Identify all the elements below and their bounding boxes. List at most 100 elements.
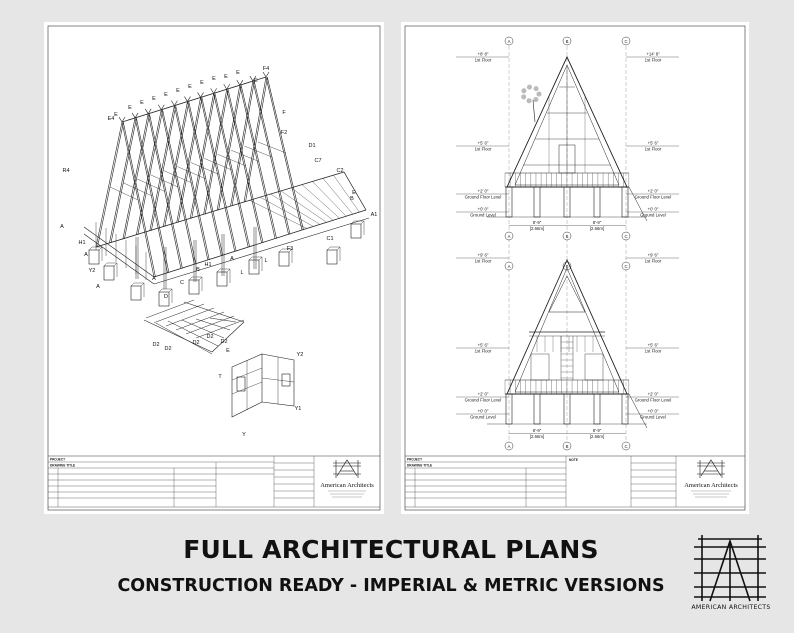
framing-label: Y2 — [89, 268, 96, 274]
level-marker: +0' 0"Ground Level — [626, 409, 679, 420]
framing-label: F3 — [287, 246, 293, 252]
left-sheet-logo — [333, 459, 361, 478]
level-name: Ground Floor Level — [465, 195, 502, 200]
level-name: 1st Floor — [475, 259, 492, 264]
level-value: +2' 0" — [648, 189, 659, 194]
level-marker: +5' 6"1st Floor — [456, 343, 509, 354]
grid-bubble-label: A — [508, 444, 511, 449]
framing-label: A — [60, 224, 64, 230]
framing-label: D1 — [308, 143, 315, 149]
floor-label: D2 — [220, 339, 227, 345]
framing-label: E — [352, 190, 356, 196]
level-value: +2' 0" — [648, 392, 659, 397]
level-marker: +9' 6"1st Floor — [456, 253, 509, 264]
level-marker: +14' 8"1st Floor — [626, 52, 679, 63]
framing-label: C2 — [336, 168, 343, 174]
level-name: 1st Floor — [645, 259, 662, 264]
concrete-pier — [278, 248, 293, 267]
level-marker: +0' 0"Ground Level — [456, 207, 509, 218]
level-name: 1st Floor — [475, 349, 492, 354]
american-architects-logo — [694, 535, 766, 602]
framing-label: F — [282, 110, 286, 116]
span-dimension: [2.66m] — [530, 434, 544, 439]
grid-bubble: B — [562, 441, 572, 451]
right-sheet-brand: American Architects — [684, 482, 738, 489]
level-value: +14' 8" — [646, 52, 660, 57]
concrete-pier — [216, 268, 231, 287]
level-name: Ground Level — [470, 415, 496, 420]
grid-bubble: B — [562, 231, 572, 241]
framing-label: E — [188, 84, 192, 90]
wall-label: Y — [242, 432, 246, 438]
headline-subtitle: CONSTRUCTION READY - IMPERIAL & METRIC V… — [117, 576, 665, 596]
grid-bubble-label: A — [508, 264, 511, 269]
level-name: 1st Floor — [645, 349, 662, 354]
level-marker: +9' 6"1st Floor — [626, 253, 679, 264]
level-name: Ground Floor Level — [465, 398, 502, 403]
wall-label: Y1 — [295, 406, 302, 412]
concrete-pier — [326, 246, 341, 265]
right-title-block — [405, 456, 677, 507]
grid-bubble-label: B — [566, 444, 569, 449]
framing-label: E — [254, 78, 258, 84]
wall-framing-detail — [231, 353, 295, 418]
floor-label: D2 — [164, 346, 171, 352]
level-name: Ground Floor Level — [635, 398, 672, 403]
a-frame-framing-isometric — [83, 71, 370, 307]
level-marker: +0' 0"Ground Level — [456, 409, 509, 420]
grid-bubble: C — [621, 261, 631, 271]
grid-bubble: C — [621, 441, 631, 451]
level-value: +9' 6" — [478, 253, 489, 258]
section-elevation — [487, 258, 648, 429]
level-marker: +8' 8"1st Floor — [456, 52, 509, 63]
level-value: +2' 0" — [478, 189, 489, 194]
span-dimension: [2.66m] — [590, 226, 604, 231]
framing-label: F4 — [263, 66, 269, 72]
floor-label: D2 — [192, 340, 199, 346]
concrete-pier — [103, 262, 118, 281]
level-value: +0' 0" — [478, 207, 489, 212]
grid-bubble: A — [504, 231, 514, 241]
framing-label: A — [84, 252, 88, 258]
floor-joist-detail — [143, 299, 245, 355]
framing-label: H1 — [78, 240, 85, 246]
framing-label: A — [230, 256, 234, 262]
level-value: +0' 0" — [478, 409, 489, 414]
framing-label: C7 — [314, 158, 321, 164]
level-annotations: +8' 8"1st Floor+5' 6"1st Floor+2' 0"Grou… — [456, 52, 679, 439]
framing-label: E — [224, 74, 228, 80]
concrete-pier — [248, 256, 263, 275]
span-dimension: 8'-9" — [533, 220, 542, 225]
left-title-block — [48, 456, 315, 507]
span-dimension: 8'-9" — [593, 428, 602, 433]
level-value: +5' 6" — [648, 141, 659, 146]
level-name: 1st Floor — [475, 58, 492, 63]
framing-label: L — [264, 258, 267, 264]
framing-label: H1 — [204, 262, 211, 268]
span-dimension: 8'-9" — [533, 428, 542, 433]
level-value: +9' 6" — [648, 253, 659, 258]
right-notes-label: NOTE — [569, 458, 578, 462]
framing-label: E — [236, 70, 240, 76]
grid-bubble-label: A — [508, 234, 511, 239]
framing-label: E — [128, 105, 132, 111]
wall-label: T — [218, 374, 222, 380]
framing-label: E — [114, 112, 118, 118]
level-name: 1st Floor — [645, 147, 662, 152]
wall-label: E — [226, 348, 230, 354]
framing-label: A — [152, 276, 156, 282]
concrete-pier — [158, 288, 173, 307]
span-dimension: 8'-9" — [593, 220, 602, 225]
right-sheet-frame — [404, 25, 746, 511]
level-value: +8' 8" — [478, 52, 489, 57]
level-value: +5' 6" — [648, 343, 659, 348]
floor-label: D2 — [206, 334, 213, 340]
framing-label: C — [180, 280, 184, 286]
framing-label: E4 — [108, 116, 115, 122]
front-elevation — [487, 55, 648, 222]
grid-bubble-label: B — [566, 234, 569, 239]
level-name: Ground Level — [640, 213, 666, 218]
